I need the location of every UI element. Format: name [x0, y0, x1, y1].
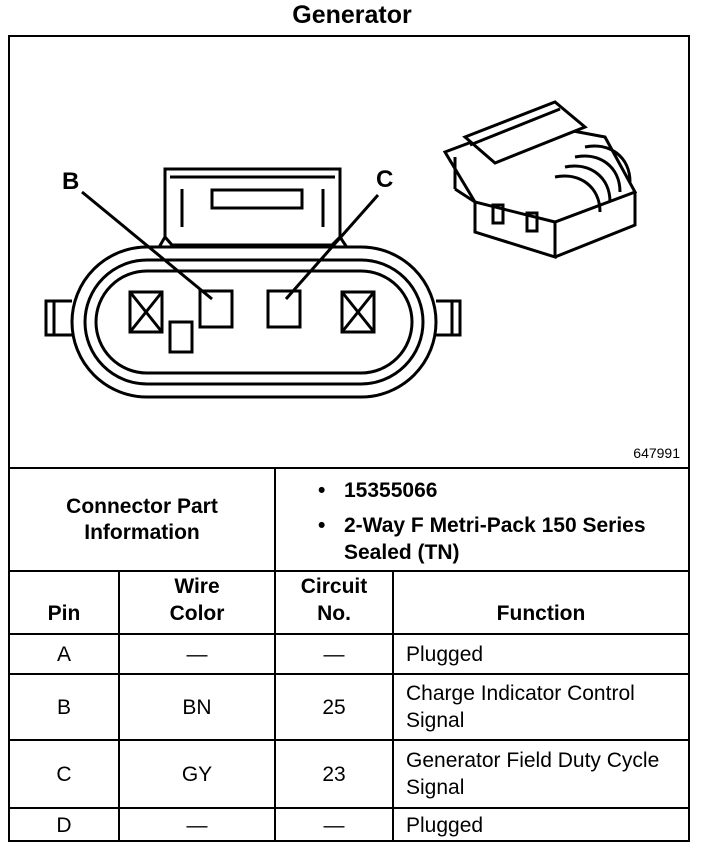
header-pin: Pin [47, 602, 81, 625]
connector-diagram: B C 647991 [10, 37, 688, 467]
row-c-wire-color: GY [181, 762, 213, 786]
divider-info-top [10, 467, 688, 469]
row-b-wire-color: BN [182, 695, 212, 719]
header-wire-color: Wire Color [169, 575, 225, 625]
connector-description: 2-Way F Metri-Pack 150 Series Sealed (TN… [344, 514, 646, 564]
divider-row-c [10, 739, 688, 741]
row-a-circuit: — [323, 642, 345, 666]
connector-info-label: Connector Part Information [66, 494, 218, 544]
divider-col-1 [118, 570, 120, 842]
row-d-wire-color: — [186, 814, 208, 837]
row-a-pin: A [56, 642, 71, 666]
row-c-circuit: 23 [322, 762, 346, 786]
connector-info-item: • 2-Way F Metri-Pack 150 Series Sealed (… [308, 512, 674, 566]
row-c-function: Generator Field Duty Cycle Signal [406, 749, 660, 799]
row-d-pin: D [56, 814, 72, 837]
bullet-icon: • [318, 514, 326, 537]
row-b-circuit: 25 [322, 695, 346, 719]
divider-col-2 [274, 570, 276, 842]
connector-face-drawing: B C [44, 100, 638, 399]
figure-id: 647991 [633, 445, 680, 461]
divider-header-top [10, 570, 688, 572]
label-b: B [62, 168, 79, 195]
connector-info-item: • 15355066 [308, 477, 674, 504]
part-number: 15355066 [344, 479, 438, 502]
row-b-function: Charge Indicator Control Signal [406, 682, 635, 732]
divider-info-vertical [274, 467, 276, 572]
page-title: Generator [292, 1, 412, 29]
row-d-function: Plugged [406, 814, 484, 837]
row-d-circuit: — [323, 814, 345, 837]
connector-frame: B C 647991 Connector Part Information • … [8, 35, 690, 842]
header-function: Function [496, 602, 586, 625]
row-a-wire-color: — [186, 642, 208, 666]
row-b-pin: B [56, 695, 71, 719]
row-a-function: Plugged [406, 642, 484, 666]
label-c: C [376, 166, 393, 193]
divider-row-a [10, 633, 688, 635]
connector-info-list: • 15355066 • 2-Way F Metri-Pack 150 Seri… [308, 477, 674, 566]
bullet-icon: • [318, 479, 326, 502]
header-circuit-no: Circuit No. [300, 575, 368, 625]
row-c-pin: C [56, 762, 72, 786]
divider-col-3 [392, 570, 394, 842]
divider-row-d [10, 807, 688, 809]
divider-row-b [10, 673, 688, 675]
